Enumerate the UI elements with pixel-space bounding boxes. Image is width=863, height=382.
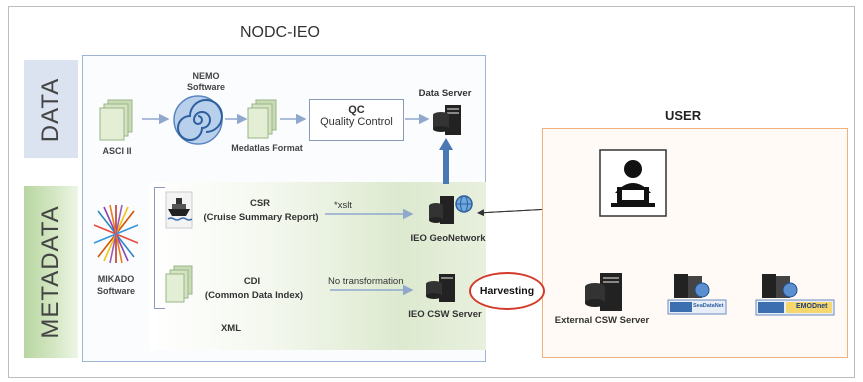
cdi-subtitle: (Common Data Index)	[204, 290, 304, 301]
qc-title: QC	[348, 104, 365, 116]
user-title: USER	[665, 108, 702, 123]
ascii-label: ASCI II	[102, 146, 132, 156]
geonetwork-server-icon	[428, 194, 478, 228]
seadatanet-portal-icon: SeaDataNet	[666, 272, 728, 316]
cdi-title: CDI	[243, 276, 261, 287]
harvesting-label: Harvesting	[479, 285, 535, 297]
no-transformation-label: No transformation	[328, 276, 404, 287]
xslt-label: *xslt	[334, 200, 352, 211]
metadata-bracket	[154, 187, 165, 309]
nautilus-icon	[172, 94, 224, 146]
external-csw-server-icon	[584, 271, 628, 313]
user-container	[542, 128, 848, 358]
seadatanet-label: SeaDataNet	[693, 303, 724, 309]
nemo-label: NEMO Software	[186, 71, 225, 92]
cdi-document-icon	[165, 265, 194, 303]
qc-subtitle: Quality Control	[320, 116, 393, 128]
diagram-title: NODC-IEO	[240, 24, 320, 41]
csr-subtitle: (Cruise Summary Report)	[203, 212, 319, 223]
csw-server-icon	[425, 272, 459, 304]
server-icon	[431, 103, 465, 137]
ship-icon	[165, 191, 193, 229]
data-server-label: Data Server	[418, 88, 472, 99]
diagram-frame	[8, 6, 855, 378]
data-band	[24, 60, 78, 158]
metadata-band	[24, 186, 78, 358]
mikado-icon	[93, 204, 139, 264]
xml-label: XML	[220, 323, 242, 334]
harvesting-process: Harvesting	[469, 272, 545, 310]
quality-control-box: QC Quality Control	[309, 99, 404, 141]
document-stack-icon	[99, 99, 134, 141]
user-laptop-icon	[599, 149, 667, 217]
medatlas-document-icon	[247, 99, 278, 139]
geonetwork-label: IEO GeoNetwork	[410, 233, 486, 244]
emodnet-portal-icon: EMODnet	[754, 272, 836, 318]
csr-title: CSR	[249, 198, 271, 209]
csw-server-label: IEO CSW Server	[408, 309, 482, 320]
external-csw-label: External CSW Server	[554, 315, 650, 326]
upload-arrow-head	[439, 138, 453, 150]
mikado-label: MIKADO Software	[96, 274, 135, 296]
emodnet-label: EMODnet	[796, 303, 828, 310]
medatlas-label: Medatlas Format	[231, 143, 303, 153]
upload-arrow-shaft	[443, 148, 449, 184]
